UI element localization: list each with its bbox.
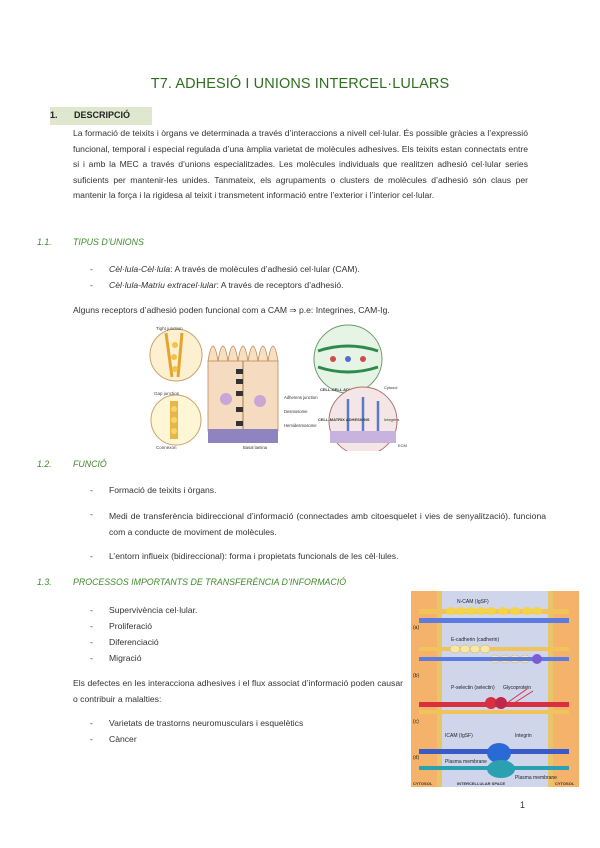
- list-item-text: Varietats de trastorns neuromusculars i …: [109, 718, 304, 728]
- list-item-text: Formació de teixits i òrgans.: [109, 485, 217, 495]
- list-item-text: Diferenciació: [109, 637, 159, 647]
- list-item-text: Migració: [109, 653, 142, 663]
- figure-label: Basal lamina: [243, 445, 268, 450]
- figure-label: Integrins: [384, 417, 399, 422]
- figure-label: INTERCELLULAR SPACE: [457, 781, 505, 786]
- figure-label: E-cadherin (cadherin): [451, 637, 499, 643]
- adhesion-molecules-figure: N-CAM (IgSF) E-cadherin (cadherin) P-sel…: [411, 591, 579, 787]
- section-label: DESCRIPCIÓ: [74, 110, 131, 120]
- page-number: 1: [519, 800, 525, 810]
- list-item-text: L’entorn influeix (bidireccional): forma…: [109, 551, 399, 561]
- note-text: Alguns receptors d’adhesió poden funcion…: [73, 305, 390, 315]
- ecadherin-row: [419, 644, 569, 664]
- list-item-text: Proliferació: [109, 621, 152, 631]
- subsection-number: 1.1.: [37, 237, 52, 247]
- ncam-row: [419, 607, 569, 623]
- figure-label: Adherens junction: [284, 395, 318, 400]
- list-item-text: Supervivència cel·lular.: [109, 605, 198, 615]
- figure-label: Gap junction: [154, 391, 180, 396]
- figure-label: ICAM (IgSF): [445, 733, 473, 739]
- figure-label: CELL-CELL ADHESIONS: [320, 387, 367, 392]
- figure-label: Plasma membrane: [445, 759, 487, 765]
- figure-label: Connexon: [156, 445, 177, 450]
- figure-label: CYTOSOL: [555, 781, 575, 786]
- subsection-label: PROCESSOS IMPORTANTS DE TRANSFERÈNCIA D’…: [73, 577, 347, 587]
- subsection-label: TIPUS D’UNIONS: [73, 237, 144, 247]
- figure-label: (a): [413, 625, 419, 631]
- figure-label: (c): [413, 719, 419, 725]
- section-number: 1.: [50, 110, 58, 120]
- disease-note: Els defectes en les interacciona adhesiv…: [73, 678, 403, 704]
- list-item-term: Cèl·lula-Matriu extracel·lular: [109, 280, 217, 290]
- list-item-text: : A través de receptors d’adhesió.: [216, 280, 344, 290]
- figure-label: P-selectin (selectin): [451, 685, 495, 691]
- figure-label: Glycoprotein: [503, 685, 531, 691]
- figure-label: Plasma membrane: [515, 775, 557, 781]
- figure-label: Tight junction: [156, 326, 183, 331]
- figure-label: Desmosome: [284, 409, 308, 414]
- list-item-text: Medi de transferència bidireccional d’in…: [109, 511, 546, 537]
- epithelium-drawing: [207, 345, 279, 443]
- section-heading-1: 1. DESCRIPCIÓ: [50, 107, 152, 125]
- list-item-text: : A través de molècules d’adhesió cel·lu…: [170, 264, 360, 274]
- subsection-number: 1.2.: [37, 459, 52, 469]
- subsection-number: 1.3.: [37, 577, 52, 587]
- list-item-text: Càncer: [109, 734, 137, 744]
- figure-label: N-CAM (IgSF): [457, 599, 489, 605]
- figure-label: Integrin: [515, 733, 532, 739]
- figure-label: Hemidesmosome: [284, 423, 317, 428]
- cell-junctions-figure: Tight junction Gap junction Connexon Adh…: [149, 324, 407, 451]
- selectin-row: [419, 688, 569, 714]
- figure-label: ECM: [398, 443, 407, 448]
- figure-label: (b): [413, 673, 419, 679]
- intro-paragraph: La formació de teixits i òrgans ve deter…: [73, 128, 528, 201]
- figure-label: Cytosol: [384, 385, 397, 390]
- list-item-term: Cèl·lula-Cèl·lula: [109, 264, 171, 274]
- icam-integrin-row: [419, 743, 569, 778]
- figure-label: CELL-MATRIX ADHESIONS: [318, 417, 370, 422]
- figure-label: (d): [413, 755, 419, 761]
- figure-label: CYTOSOL: [413, 781, 433, 786]
- subsection-label: FUNCIÓ: [73, 459, 107, 469]
- page-title: T7. ADHESIÓ I UNIONS INTERCEL·LULARS: [150, 76, 450, 92]
